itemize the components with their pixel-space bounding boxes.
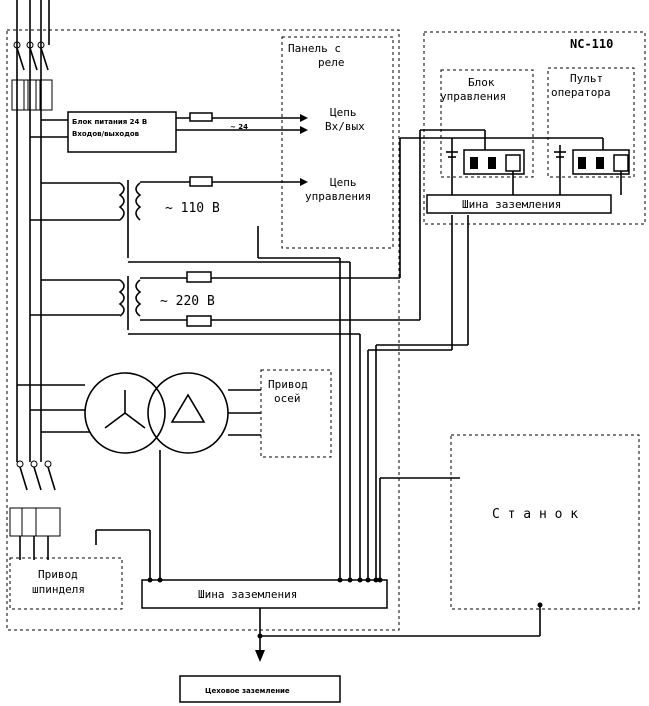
- machine-enclosure: [450, 434, 640, 610]
- ground-bus-main-label: Шина заземления: [198, 588, 297, 601]
- control-circuit-label: Цепь: [330, 176, 357, 189]
- transformer-110: [30, 176, 308, 258]
- control-unit-label: Блок: [468, 76, 495, 89]
- io-circuit-label: Цепь: [330, 106, 357, 119]
- main-transformer: [17, 372, 261, 580]
- axis-drive-label-2: осей: [274, 392, 301, 405]
- nc110-title: NC-110: [570, 37, 613, 51]
- workshop-ground-box: [179, 675, 341, 703]
- ground-wiring: [95, 129, 604, 662]
- cabinet-enclosure: [6, 29, 400, 631]
- spindle-drive-label: Привод: [38, 568, 78, 581]
- relay-panel-title-2: реле: [318, 56, 345, 69]
- power-supply-wiring: [30, 112, 308, 138]
- power-supply-voltage: ~ 24: [230, 123, 248, 131]
- ground-bus-main: [141, 579, 388, 609]
- transformer-110-label: ~ 110 В: [165, 201, 220, 216]
- operator-panel-label-2: оператора: [551, 86, 611, 99]
- main-breaker: [11, 41, 53, 111]
- ground-bus-connections: [147, 577, 543, 639]
- relay-panel-enclosure: [281, 36, 394, 249]
- control-circuit-label-2: управления: [305, 190, 371, 203]
- power-supply-label: Блок питания 24 В: [72, 118, 147, 126]
- nc110-ground-bus: [426, 194, 612, 214]
- relay-panel-title: Панель с: [288, 42, 341, 55]
- control-unit-label-2: управления: [440, 90, 506, 103]
- nc110-ground-bus-label: Шина заземления: [462, 198, 561, 211]
- axis-drive-label: Привод: [268, 378, 308, 391]
- power-supply-sublabel: Входов/выходов: [72, 130, 140, 138]
- operator-panel-label: Пульт: [570, 72, 603, 85]
- main-supply-lines: [16, 0, 50, 462]
- transformer-220: [30, 271, 420, 330]
- io-circuit-label-2: Вх/вых: [325, 120, 365, 133]
- workshop-ground-label: Цеховое заземление: [205, 687, 290, 695]
- spindle-breaker: [9, 460, 61, 560]
- power-supply-box: [67, 111, 177, 153]
- machine-label: С т а н о к: [492, 507, 578, 522]
- control-unit-enclosure: [440, 69, 534, 178]
- spindle-drive-label-2: шпинделя: [32, 583, 85, 596]
- operator-panel-enclosure: [547, 67, 635, 178]
- nc110-enclosure: [423, 31, 646, 225]
- nc110-internals: [446, 138, 630, 195]
- spindle-drive-enclosure: [9, 557, 123, 610]
- transformer-220-label: ~ 220 В: [160, 294, 215, 309]
